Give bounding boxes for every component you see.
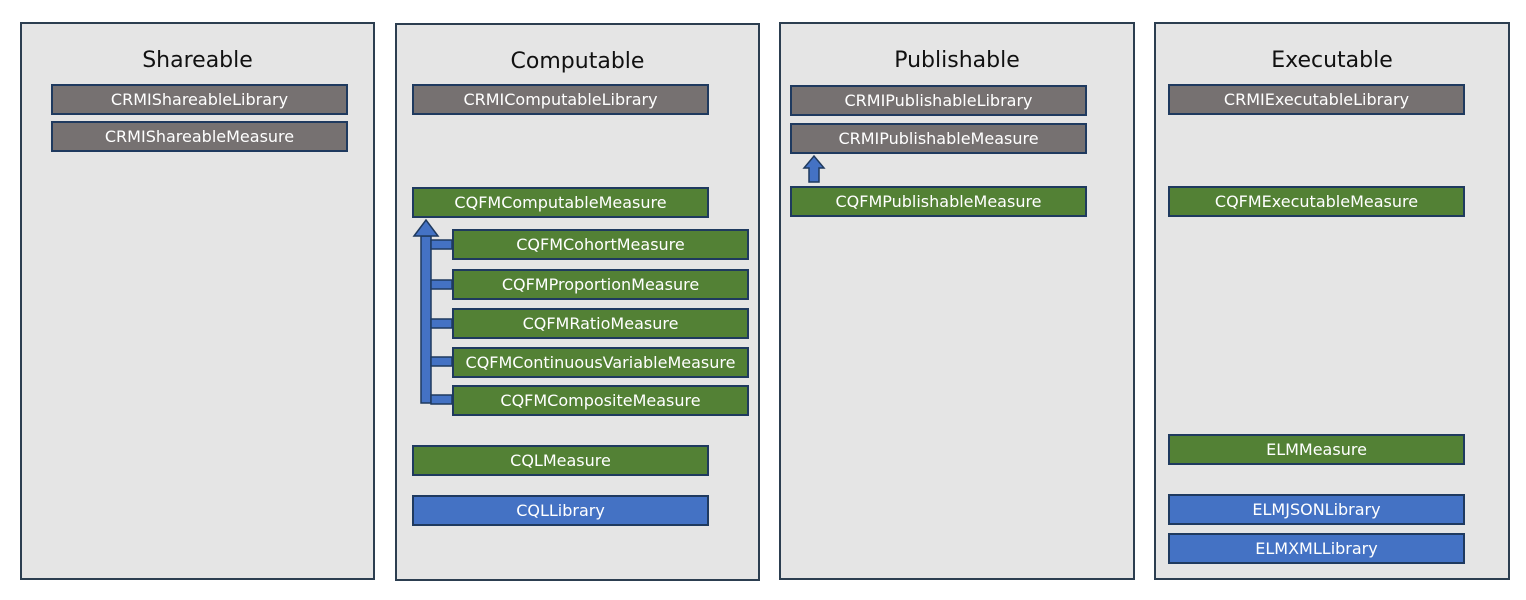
cqfm-continuous-variable-measure-box[interactable]: CQFMContinuousVariableMeasure [452,347,749,378]
crmi-computable-library-box[interactable]: CRMIComputableLibrary [412,84,709,115]
cqfm-cohort-measure-box[interactable]: CQFMCohortMeasure [452,229,749,260]
computable-title: Computable [510,49,645,74]
cqfm-publishable-measure-box[interactable]: CQFMPublishableMeasure [790,186,1087,217]
cql-library-box[interactable]: CQLLibrary [412,495,709,526]
crmi-shareable-measure-box[interactable]: CRMIShareableMeasure [51,121,348,152]
shareable-panel: Shareable [20,22,375,580]
cqfm-executable-measure-box[interactable]: CQFMExecutableMeasure [1168,186,1465,217]
cqfm-computable-measure-box[interactable]: CQFMComputableMeasure [412,187,709,218]
executable-panel: Executable [1154,22,1510,580]
cqfm-composite-measure-box[interactable]: CQFMCompositeMeasure [452,385,749,416]
elm-json-library-box[interactable]: ELMJSONLibrary [1168,494,1465,525]
executable-title: Executable [1271,48,1393,73]
publishable-title: Publishable [894,48,1020,73]
cql-measure-box[interactable]: CQLMeasure [412,445,709,476]
cqfm-proportion-measure-box[interactable]: CQFMProportionMeasure [452,269,749,300]
shareable-title: Shareable [142,48,253,73]
elm-xml-library-box[interactable]: ELMXMLLibrary [1168,533,1465,564]
crmi-publishable-library-box[interactable]: CRMIPublishableLibrary [790,85,1087,116]
cqfm-ratio-measure-box[interactable]: CQFMRatioMeasure [452,308,749,339]
computable-panel: Computable [395,23,760,581]
crmi-executable-library-box[interactable]: CRMIExecutableLibrary [1168,84,1465,115]
crmi-publishable-measure-box[interactable]: CRMIPublishableMeasure [790,123,1087,154]
elm-measure-box[interactable]: ELMMeasure [1168,434,1465,465]
crmi-shareable-library-box[interactable]: CRMIShareableLibrary [51,84,348,115]
